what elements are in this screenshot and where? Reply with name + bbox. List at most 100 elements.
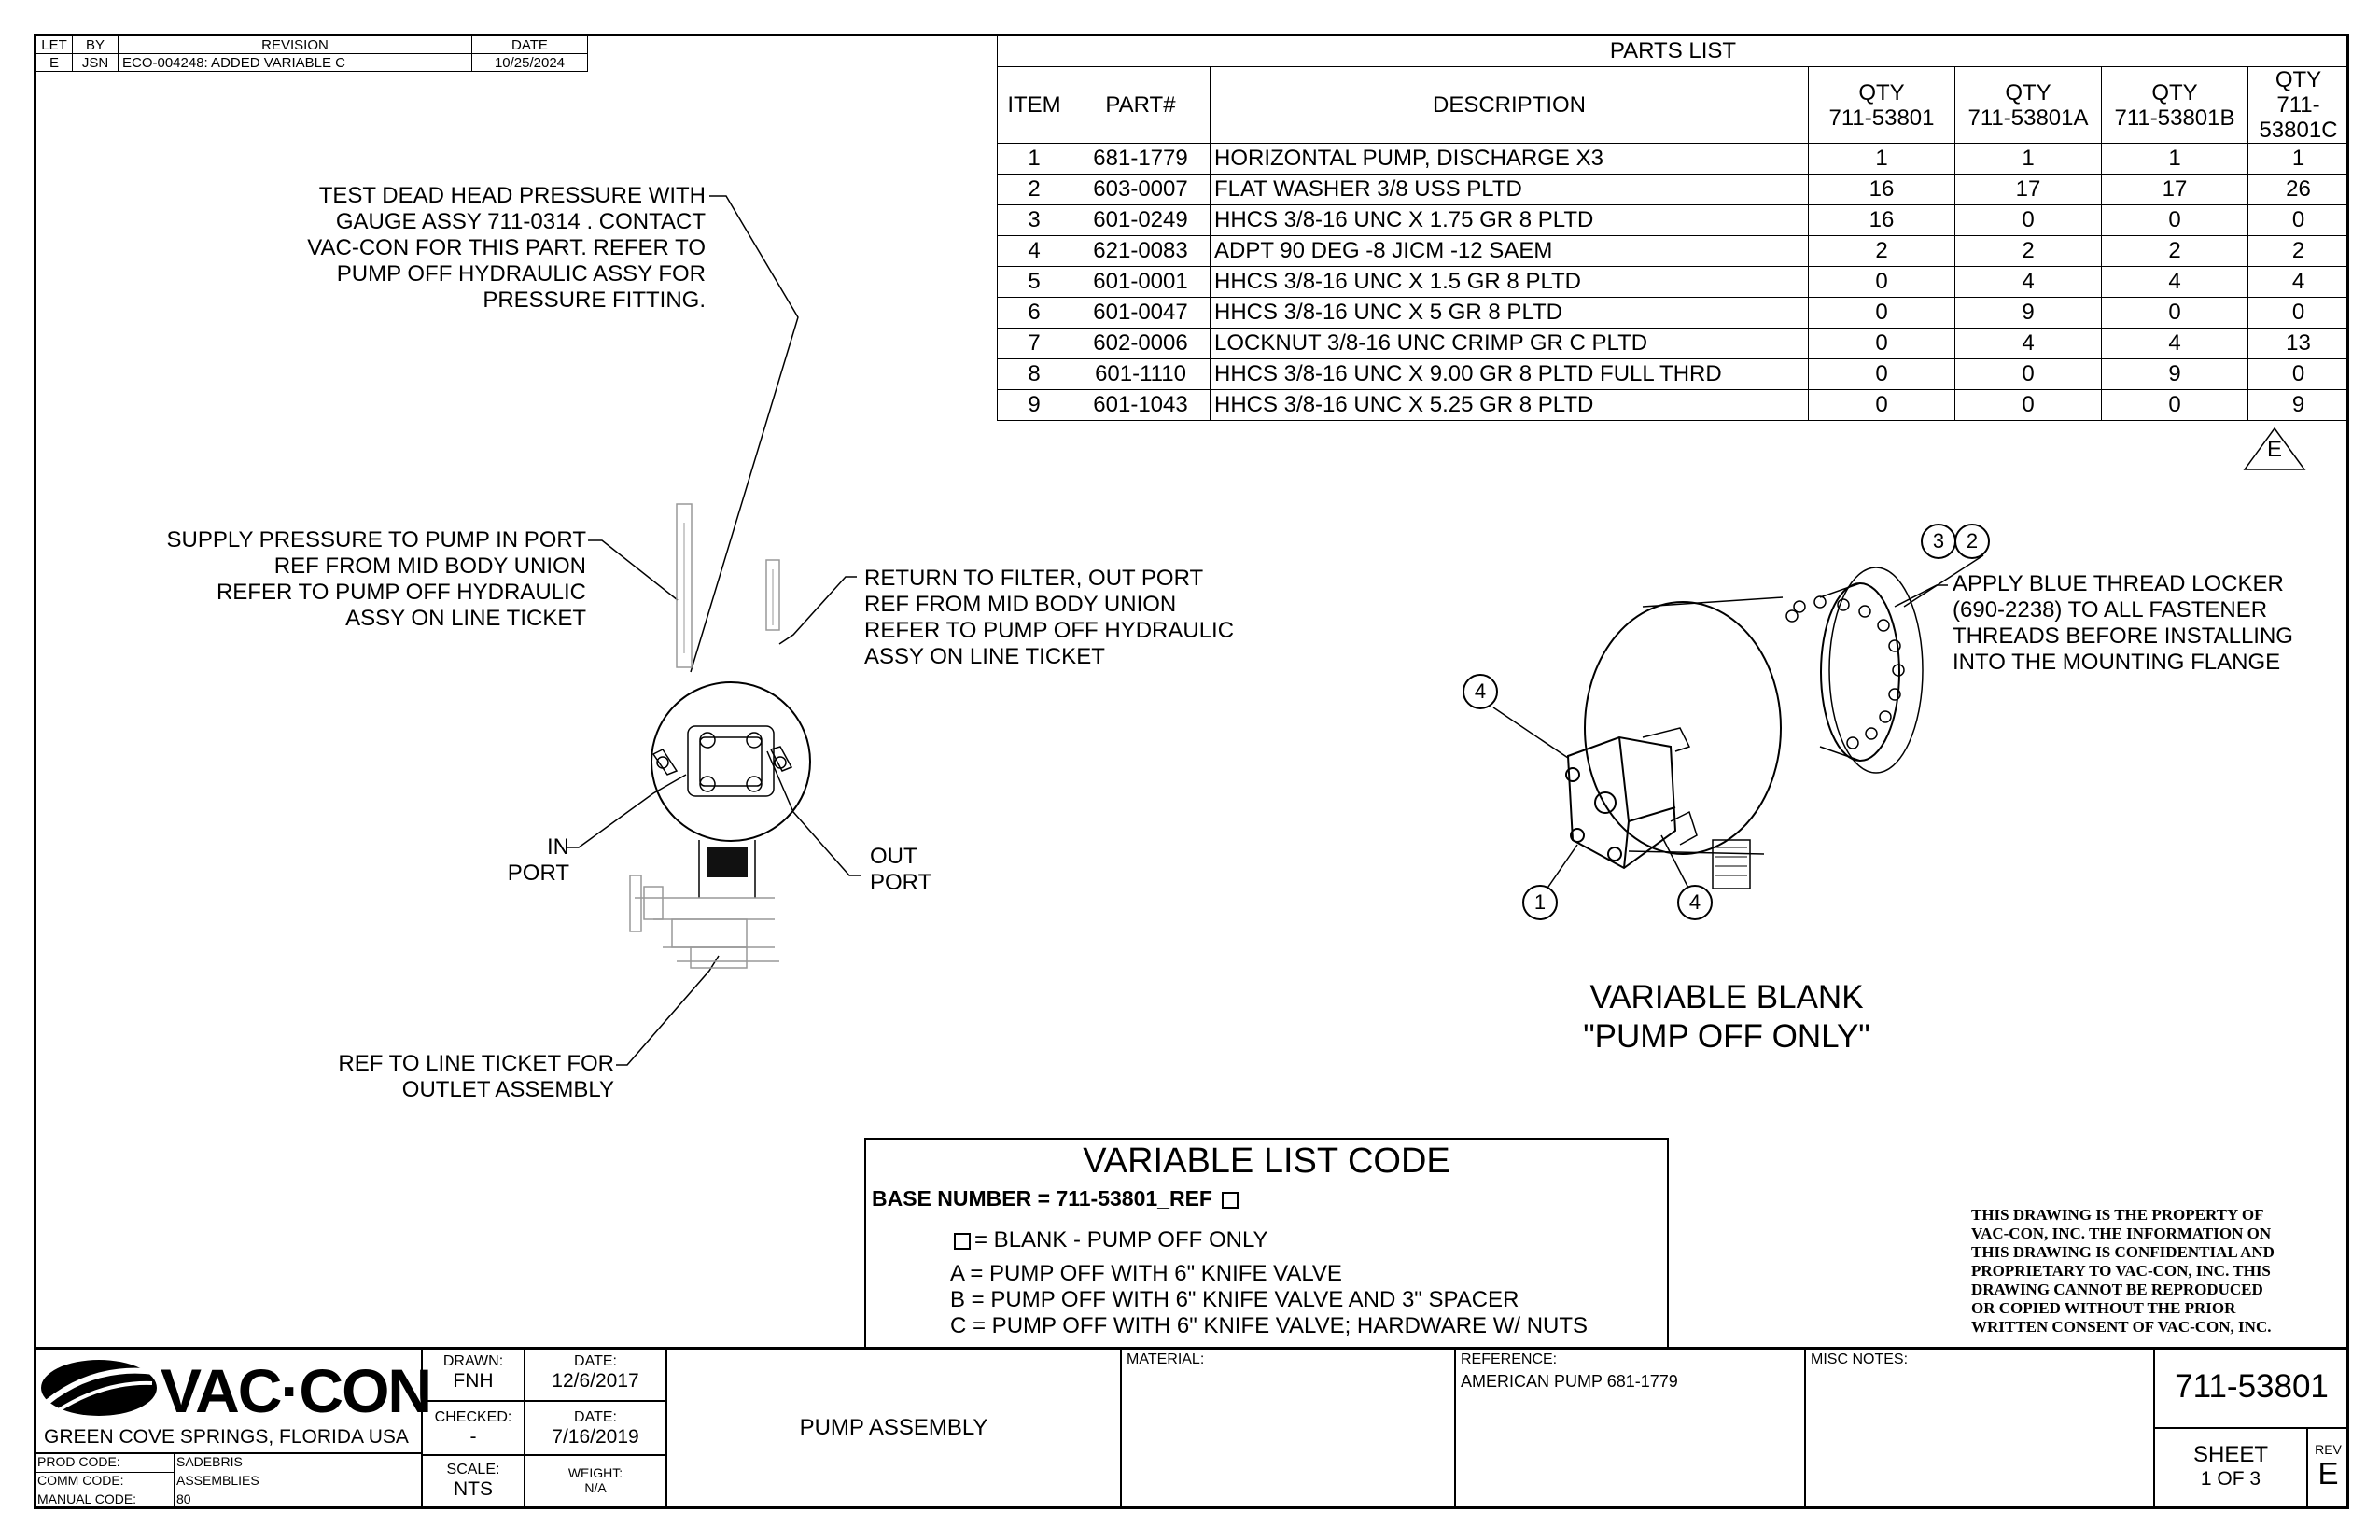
- balloon-item-3: 3: [1921, 524, 1956, 559]
- drawn-date-cell: DATE: 12/6/2017: [525, 1347, 666, 1401]
- part-qty-3: 9: [2101, 358, 2248, 390]
- part-qty-4: 26: [2247, 174, 2349, 205]
- rev-header-by: BY: [72, 35, 119, 54]
- part-item: 5: [997, 266, 1071, 298]
- title-block: [34, 1347, 2349, 1509]
- variable-list-base: BASE NUMBER = 711-53801_REF: [872, 1186, 1242, 1211]
- scale-cell: SCALE: NTS: [422, 1455, 525, 1509]
- part-qty-2: 0: [1954, 204, 2102, 236]
- part-qty-2: 17: [1954, 174, 2102, 205]
- variable-list-title: VARIABLE LIST CODE: [866, 1140, 1667, 1183]
- drawn-date: 12/6/2017: [552, 1370, 639, 1392]
- checked-by: -: [469, 1426, 477, 1448]
- part-qty-2: 4: [1954, 266, 2102, 298]
- weight-value: N/A: [584, 1480, 607, 1495]
- variable-list-box: VARIABLE LIST CODE BASE NUMBER = 711-538…: [864, 1138, 1669, 1347]
- parts-header-part: PART#: [1071, 66, 1211, 144]
- part-qty-3: 0: [2101, 389, 2248, 421]
- part-description: ADPT 90 DEG -8 JICM -12 SAEM: [1210, 235, 1809, 267]
- variable-list-blank: = BLANK - PUMP OFF ONLY: [950, 1227, 1268, 1253]
- part-description: HHCS 3/8-16 UNC X 5.25 GR 8 PLTD: [1210, 389, 1809, 421]
- manual-code: 80: [176, 1491, 191, 1506]
- reference-value: AMERICAN PUMP 681-1779: [1461, 1372, 1678, 1391]
- rev-date: 10/25/2024: [471, 53, 588, 72]
- part-qty-3: 2: [2101, 235, 2248, 267]
- part-item: 7: [997, 328, 1071, 359]
- rev-label: REV: [2315, 1442, 2342, 1457]
- material-label: MATERIAL:: [1127, 1351, 1205, 1367]
- part-qty-1: 0: [1808, 266, 1955, 298]
- drawn-by: FNH: [453, 1370, 494, 1392]
- part-description: LOCKNUT 3/8-16 UNC CRIMP GR C PLTD: [1210, 328, 1809, 359]
- drawing-number-cell: 711-53801: [2154, 1347, 2349, 1428]
- checked-date-cell: DATE: 7/16/2019: [525, 1401, 666, 1455]
- part-qty-1: 0: [1808, 389, 1955, 421]
- revision-flag-letter: E: [2266, 437, 2282, 462]
- balloon-item-1: 1: [1522, 885, 1558, 920]
- drawing-border: [34, 34, 2349, 1509]
- part-description: HHCS 3/8-16 UNC X 9.00 GR 8 PLTD FULL TH…: [1210, 358, 1809, 390]
- part-qty-4: 0: [2247, 358, 2349, 390]
- company-location: GREEN COVE SPRINGS, FLORIDA USA: [44, 1426, 409, 1448]
- part-qty-4: 9: [2247, 389, 2349, 421]
- part-qty-1: 0: [1808, 297, 1955, 329]
- part-description: FLAT WASHER 3/8 USS PLTD: [1210, 174, 1809, 205]
- part-item: 6: [997, 297, 1071, 329]
- rev-by: JSN: [72, 53, 119, 72]
- revision-table: LET BY REVISION DATE E JSN ECO-004248: A…: [35, 35, 588, 72]
- prod-code-label: PROD CODE:: [35, 1454, 175, 1473]
- part-description: HORIZONTAL PUMP, DISCHARGE X3: [1210, 143, 1809, 175]
- parts-header-item: ITEM: [997, 66, 1071, 144]
- misc-notes-label: MISC NOTES:: [1811, 1351, 1909, 1367]
- part-qty-2: 2: [1954, 235, 2102, 267]
- part-number: 602-0006: [1071, 328, 1211, 359]
- balloon-item-2: 2: [1954, 524, 1990, 559]
- part-number: 601-1110: [1071, 358, 1211, 390]
- drawing-title: PUMP ASSEMBLY: [799, 1415, 988, 1440]
- material-cell: MATERIAL:: [1121, 1347, 1455, 1509]
- part-qty-1: 16: [1808, 174, 1955, 205]
- revision-flag-triangle: [2243, 427, 2306, 470]
- part-number: 601-0249: [1071, 204, 1211, 236]
- part-number: 601-0001: [1071, 266, 1211, 298]
- rev-cell: REV E: [2307, 1428, 2349, 1509]
- part-item: 2: [997, 174, 1071, 205]
- manual-code-label: MANUAL CODE:: [35, 1491, 175, 1508]
- note-thread-locker: APPLY BLUE THREAD LOCKER(690-2238) TO AL…: [1953, 571, 2293, 675]
- reference-label: REFERENCE:: [1461, 1351, 1558, 1367]
- part-qty-3: 17: [2101, 174, 2248, 205]
- scale-value: NTS: [454, 1478, 493, 1500]
- parts-list-title: PARTS LIST: [997, 35, 2349, 67]
- prod-code: SADEBRIS: [176, 1454, 243, 1469]
- drawing-number: 711-53801: [2175, 1368, 2329, 1405]
- part-qty-3: 1: [2101, 143, 2248, 175]
- part-number: 603-0007: [1071, 174, 1211, 205]
- balloon-item-4a: 4: [1463, 674, 1498, 709]
- part-item: 4: [997, 235, 1071, 267]
- part-qty-4: 1: [2247, 143, 2349, 175]
- drawn-cell: DRAWN: FNH: [422, 1347, 525, 1401]
- vaccon-swoosh-logo: [41, 1360, 157, 1416]
- part-number: 681-1779: [1071, 143, 1211, 175]
- weight-cell: WEIGHT: N/A: [525, 1455, 666, 1509]
- part-qty-4: 0: [2247, 297, 2349, 329]
- part-qty-2: 0: [1954, 389, 2102, 421]
